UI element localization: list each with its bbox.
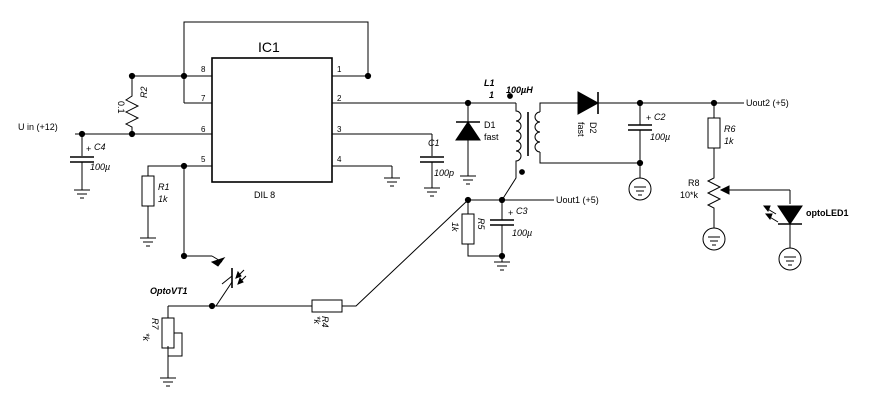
pin-8-label: 8 bbox=[201, 65, 206, 74]
r6-value: 1k bbox=[724, 136, 734, 146]
optovt1-ref: OptoVT1 bbox=[150, 286, 188, 296]
optovt1-phototransistor: OptoVT1 bbox=[150, 255, 247, 307]
c3-ref: C3 bbox=[516, 206, 528, 216]
ic1-label: IC1 bbox=[258, 39, 280, 55]
r6-ref: R6 bbox=[724, 124, 736, 134]
c4-ref: C4 bbox=[94, 142, 106, 152]
d2-value: fast bbox=[576, 122, 586, 137]
svg-text:+: + bbox=[646, 113, 651, 123]
pin-5-label: 5 bbox=[201, 155, 206, 164]
r8-ref: R8 bbox=[688, 178, 700, 188]
d1-ref: D1 bbox=[484, 120, 496, 130]
uin-label: U in (+12) bbox=[18, 122, 58, 132]
d1-diode: D1 fast bbox=[455, 99, 499, 185]
r4-resistor: R4 *k bbox=[311, 199, 469, 328]
l1-value: 100µH bbox=[506, 85, 533, 95]
uout2-label: Uout2 (+5) bbox=[746, 98, 789, 108]
r8-potentiometer: R8 10*k bbox=[680, 172, 791, 251]
l1-turns: 1 bbox=[489, 90, 494, 100]
d2-ref: D2 bbox=[588, 122, 598, 134]
c3-capacitor: + C3 100µ bbox=[490, 200, 532, 271]
r7-trimmer: R7 *k bbox=[141, 306, 183, 387]
optoled1-ref: optoLED1 bbox=[806, 208, 849, 218]
r2-value: 0.1 bbox=[116, 101, 126, 114]
d2-diode: D2 fast bbox=[576, 91, 744, 137]
c2-ref: C2 bbox=[654, 112, 666, 122]
svg-text:+: + bbox=[86, 144, 91, 154]
r8-value: 10*k bbox=[680, 190, 699, 200]
pin-7-label: 7 bbox=[201, 94, 206, 103]
c1-value: 100p bbox=[434, 168, 454, 178]
c1-ref: C1 bbox=[428, 138, 440, 148]
r7-value: *k bbox=[141, 333, 151, 342]
wire-pin8-pin1 bbox=[183, 21, 369, 76]
c2-capacitor: + C2 100µ bbox=[628, 99, 670, 201]
r1-resistor: R1 1k bbox=[140, 162, 188, 247]
pin4-ground bbox=[384, 166, 400, 187]
c4-value: 100µ bbox=[90, 162, 110, 172]
r6-resistor: R6 1k bbox=[707, 103, 736, 172]
r4-value: *k bbox=[312, 316, 322, 325]
uout1-label: Uout1 (+5) bbox=[556, 195, 599, 205]
r5-resistor: R5 1k bbox=[450, 200, 502, 257]
r2-ref: R2 bbox=[139, 86, 149, 98]
junction bbox=[364, 72, 372, 80]
l1-ref: L1 bbox=[484, 78, 495, 88]
svg-text:+: + bbox=[508, 208, 513, 218]
r1-ref: R1 bbox=[158, 182, 170, 192]
ic1: IC1 DIL 8 8 7 6 5 1 2 3 4 bbox=[75, 39, 468, 200]
l1-transformer: L1 1 100µH bbox=[468, 78, 640, 201]
pin-6-label: 6 bbox=[201, 125, 206, 134]
c4-capacitor: + C4 100µ bbox=[70, 130, 110, 199]
r7-ref: R7 bbox=[150, 318, 160, 330]
c2-value: 100µ bbox=[650, 132, 670, 142]
pin-4-label: 4 bbox=[337, 155, 342, 164]
c1-capacitor: C1 100p bbox=[420, 134, 454, 197]
r2-resistor: R2 0.1 bbox=[116, 72, 184, 138]
pin-1-label: 1 bbox=[337, 65, 342, 74]
d1-value: fast bbox=[484, 132, 499, 142]
ic1-body bbox=[211, 57, 333, 183]
r5-value: 1k bbox=[450, 222, 460, 232]
ic1-package-label: DIL 8 bbox=[254, 190, 275, 200]
pin-3-label: 3 bbox=[337, 125, 342, 134]
pin-2-label: 2 bbox=[337, 94, 342, 103]
r4-ref: R4 bbox=[320, 316, 330, 328]
r5-ref: R5 bbox=[476, 218, 486, 230]
optoled1: optoLED1 bbox=[762, 205, 849, 271]
r1-value: 1k bbox=[158, 194, 168, 204]
c3-value: 100µ bbox=[512, 228, 532, 238]
